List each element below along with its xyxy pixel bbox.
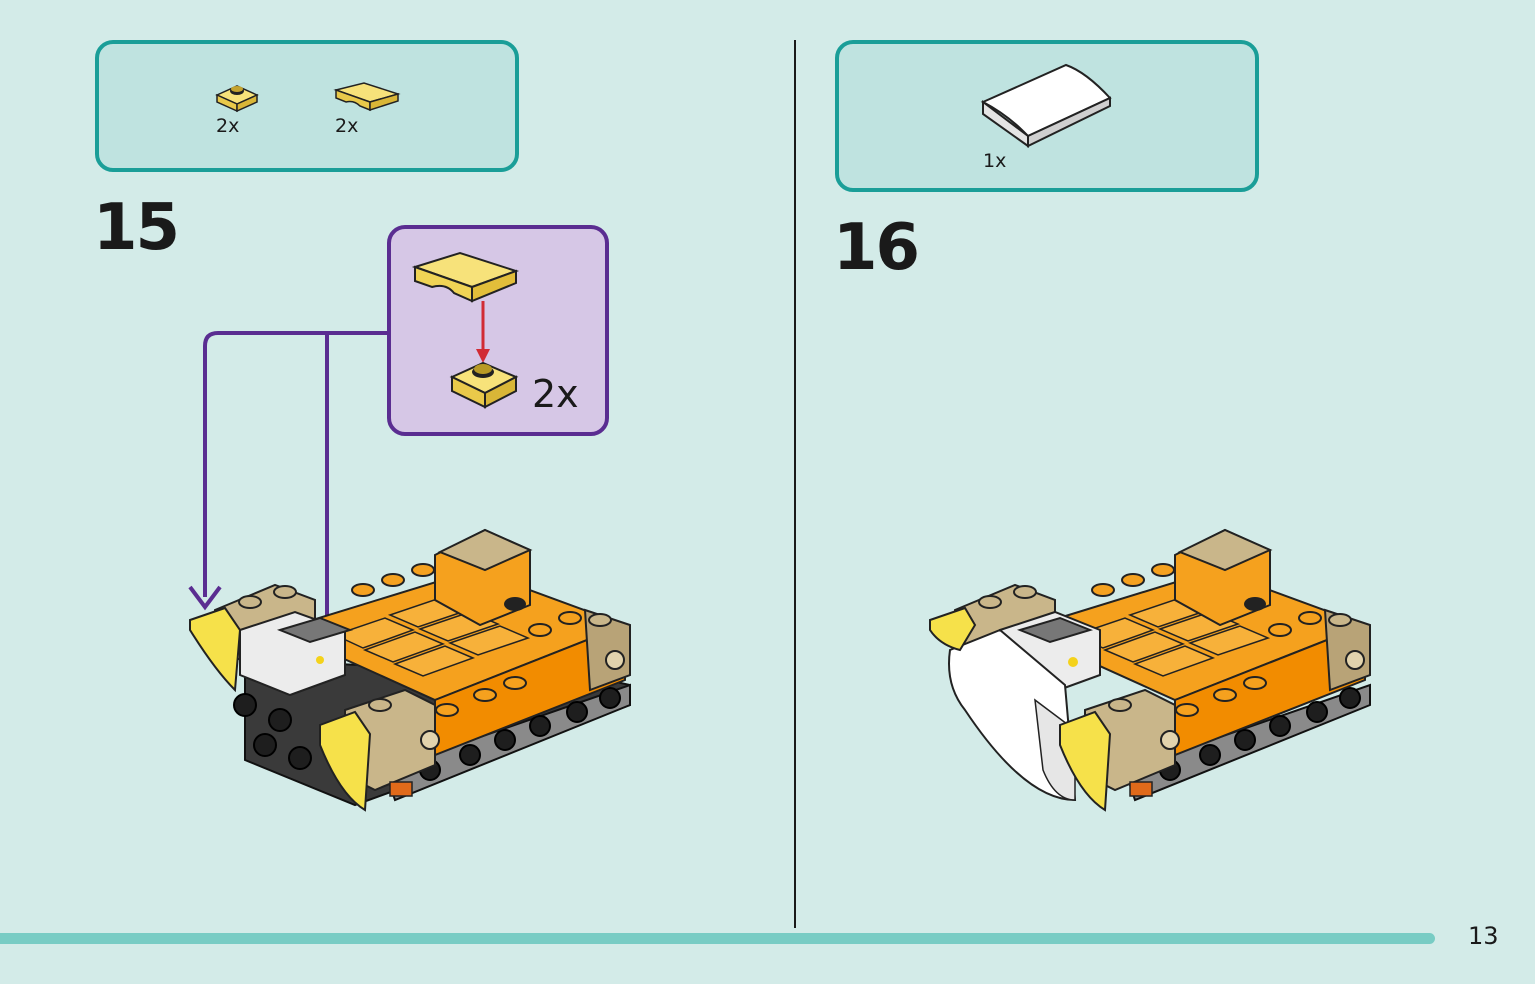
yellow-curved-slope-icon	[411, 251, 520, 303]
step-16-model-illustration	[929, 528, 1371, 812]
step-16-parts-box	[835, 40, 1259, 192]
step-15-parts-box	[95, 40, 519, 172]
part-qty: 1x	[983, 150, 1007, 172]
page-divider	[794, 40, 796, 928]
white-curved-slope-icon	[980, 63, 1112, 148]
yellow-jumper-plate-icon	[449, 361, 519, 409]
subassembly-illustration	[411, 251, 520, 409]
part-qty: 2x	[335, 115, 359, 137]
subassembly-callout	[387, 225, 609, 436]
step-15-model-illustration	[189, 528, 631, 812]
page-number: 13	[1468, 922, 1499, 950]
yellow-curved-slope-icon	[333, 82, 401, 112]
part-qty: 2x	[216, 115, 240, 137]
yellow-jumper-plate-icon	[215, 85, 259, 113]
step-number: 16	[833, 211, 920, 285]
callout-qty: 2x	[532, 372, 579, 416]
step-number: 15	[93, 191, 180, 265]
footer-bar	[0, 933, 1435, 944]
